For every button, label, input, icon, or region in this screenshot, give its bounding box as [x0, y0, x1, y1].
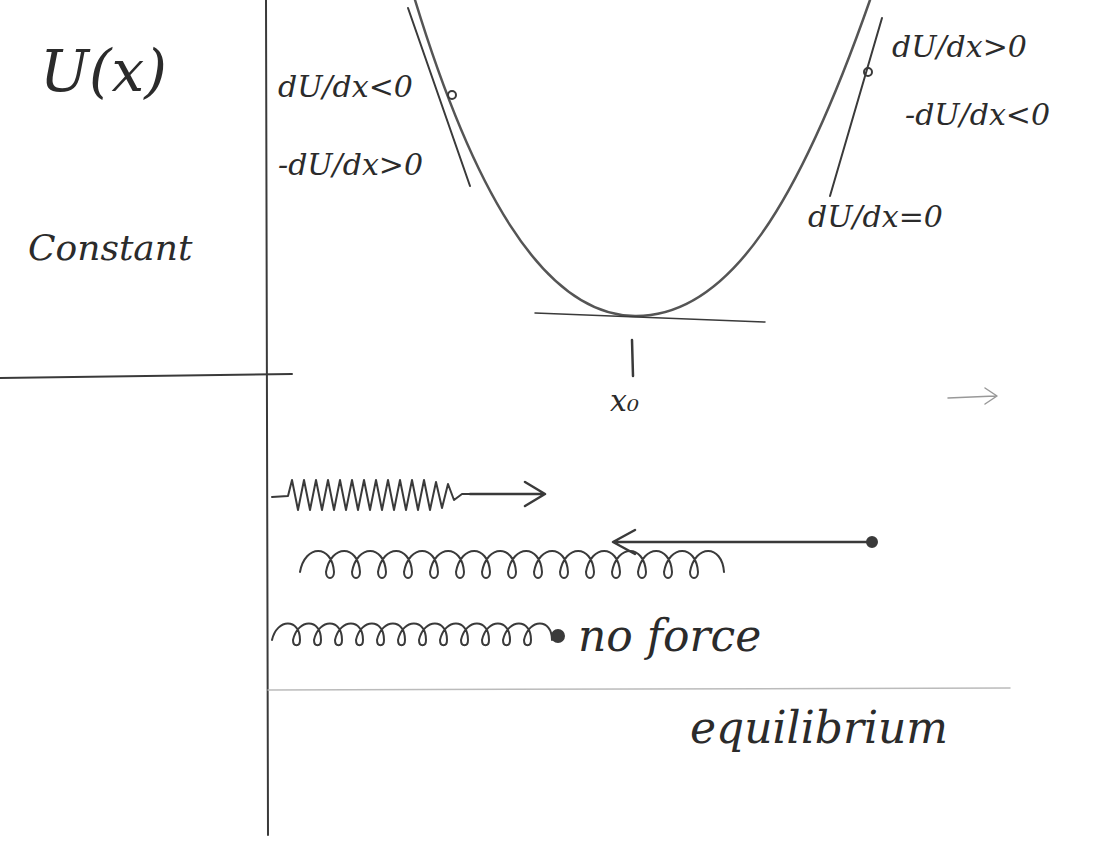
relaxed-spring — [272, 624, 552, 646]
force-note: -dU/dx<0 — [905, 98, 1050, 131]
mass-dot — [867, 537, 877, 547]
slope-note: dU/dx>0 — [892, 30, 1027, 63]
row-heading: Constant — [28, 228, 192, 268]
position-label: x₀ — [610, 384, 639, 417]
state-note: no force — [578, 612, 761, 660]
force-note: -dU/dx>0 — [278, 148, 423, 181]
force-arrow — [613, 530, 870, 554]
axis-label: U(x) — [40, 40, 167, 104]
tangent-line — [830, 18, 882, 196]
slope-note: dU/dx<0 — [278, 70, 413, 103]
stretched-spring — [300, 551, 724, 578]
direction-arrow — [948, 388, 997, 404]
potential-curve — [415, 0, 870, 316]
slope-note: dU/dx=0 — [808, 200, 943, 233]
tangent-point — [448, 91, 456, 99]
compressed-spring — [272, 480, 470, 510]
row-divider — [268, 688, 1010, 690]
mass-dot — [552, 630, 564, 642]
tangent-point — [864, 68, 872, 76]
force-arrow — [470, 482, 545, 506]
column-divider — [266, 0, 268, 835]
row-divider — [0, 374, 292, 378]
equilibrium-tick — [632, 340, 633, 376]
state-note: equilibrium — [690, 704, 948, 752]
tangent-line — [535, 313, 765, 322]
